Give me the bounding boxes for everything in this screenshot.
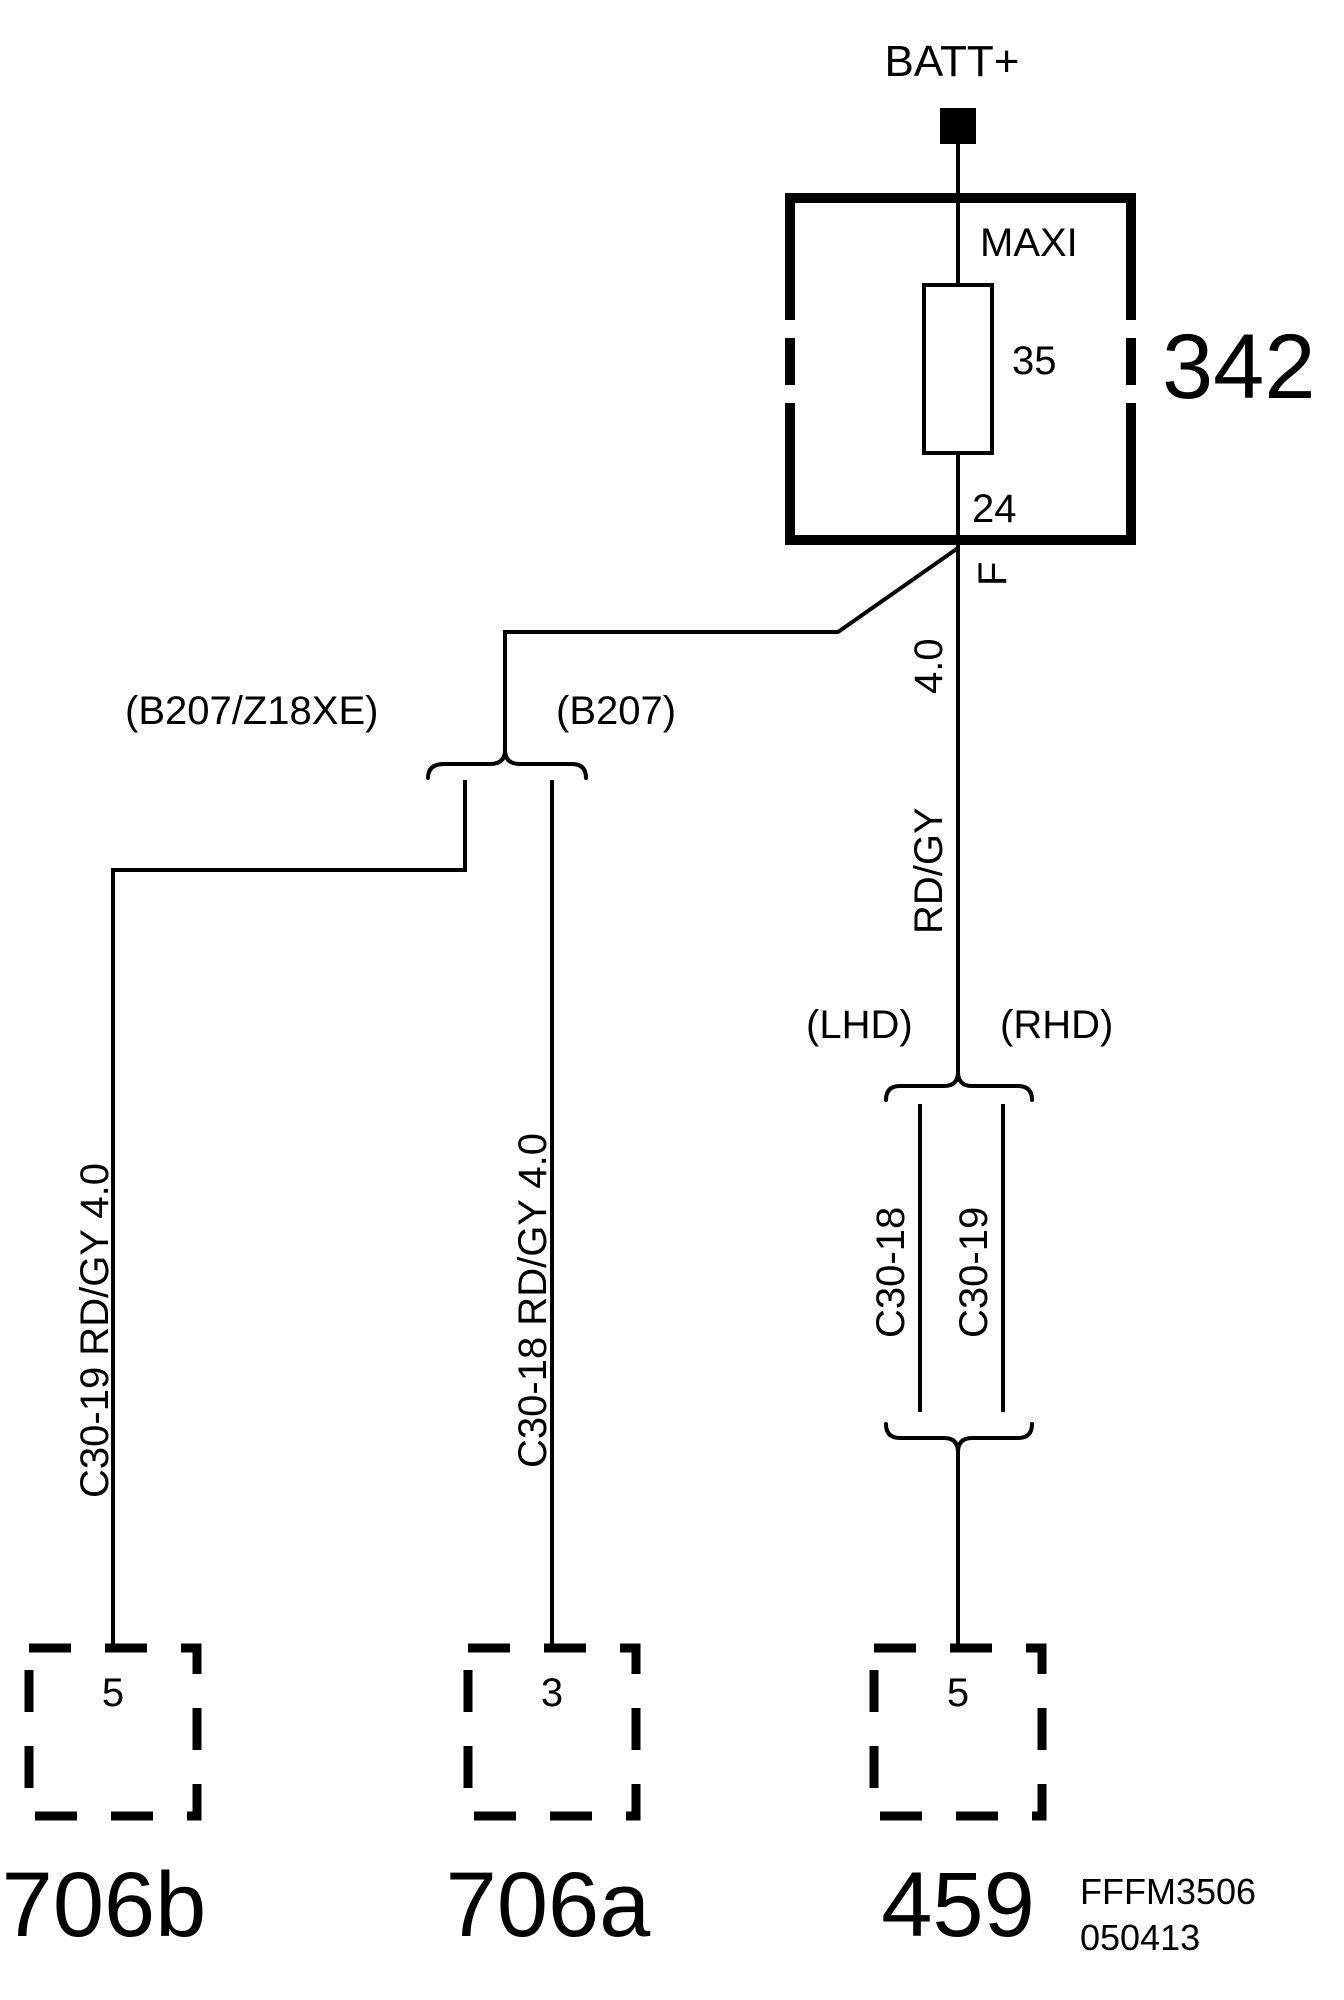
variant-b207-z18xe: (B207/Z18XE): [125, 689, 378, 733]
fuse-box-id: 342: [1162, 316, 1316, 418]
variant-brace-bottom: [884, 1422, 1034, 1454]
connector-706a-pin: 3: [541, 1671, 563, 1715]
fuse-pin-label: F: [971, 562, 1015, 586]
variant-lhd: (LHD): [806, 1003, 913, 1047]
wire-label-c30-19: C30-19: [952, 1207, 996, 1338]
wire-label-706b: C30-19 RD/GY 4.0: [73, 1163, 117, 1498]
fuse-box-342: [785, 193, 1136, 545]
fuse-element: [922, 283, 994, 455]
wire-label-c30-18: C30-18: [869, 1207, 913, 1338]
branch-wire-left: [503, 546, 960, 758]
connector-706a: [463, 1643, 641, 1821]
wire-label-706a: C30-18 RD/GY 4.0: [511, 1133, 555, 1468]
drawing-code: FFFM3506: [1080, 1871, 1256, 1912]
variant-brace-left: [426, 748, 588, 780]
fuse-type-label: MAXI: [980, 221, 1078, 265]
connector-706a-id: 706a: [446, 1854, 651, 1956]
drawing-date: 050413: [1080, 1917, 1200, 1958]
variant-brace-top: [884, 1070, 1034, 1102]
main-wire-color: RD/GY: [907, 807, 951, 934]
connector-459-id: 459: [881, 1854, 1035, 1956]
batt-plus-label: BATT+: [885, 37, 1020, 86]
connector-459: [869, 1643, 1047, 1821]
connector-706b-pin: 5: [102, 1671, 124, 1715]
variant-b207: (B207): [556, 689, 676, 733]
main-wire-size: 4.0: [907, 638, 951, 694]
variant-rhd: (RHD): [1000, 1003, 1113, 1047]
fuse-number: 24: [972, 487, 1017, 531]
connector-459-pin: 5: [947, 1671, 969, 1715]
connector-706b: [24, 1643, 202, 1821]
connector-706b-id: 706b: [2, 1854, 207, 1956]
fuse-rating: 35: [1012, 339, 1057, 383]
wire-706b: [111, 780, 467, 1648]
battery-terminal: [940, 108, 976, 144]
